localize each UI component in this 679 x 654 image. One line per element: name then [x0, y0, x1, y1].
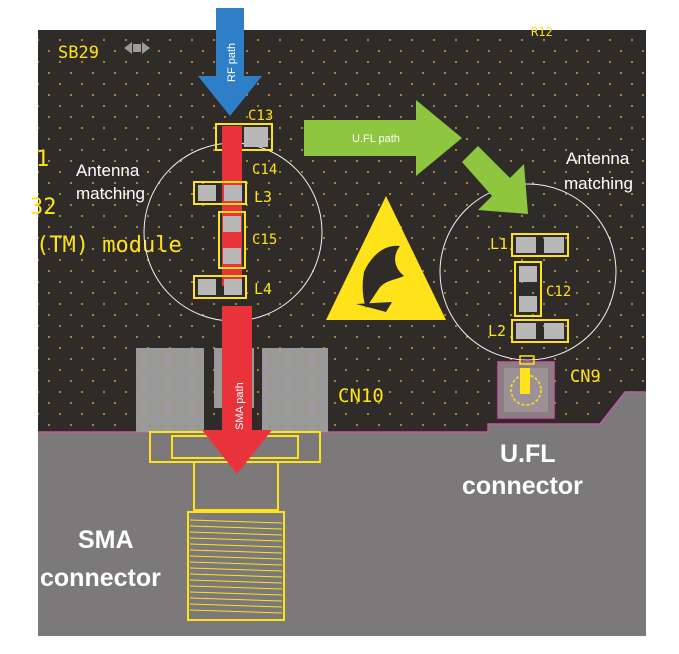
c13-pad: [215, 123, 273, 151]
antenna-matching-left-line1: Antenna: [76, 161, 140, 180]
sma-thread-lines: [189, 519, 283, 614]
sma-connector-label-line1: SMA: [78, 526, 134, 554]
cn9-label: CN9: [570, 367, 601, 387]
board-edge-area: [38, 392, 646, 636]
ufl-path-arrow-horizontal[interactable]: U.FL path: [304, 100, 462, 176]
r12-label: R12: [531, 25, 553, 39]
l1-component: [511, 233, 569, 257]
ufl-connector-footprint: [497, 355, 555, 419]
sma-thread-line: [189, 519, 283, 524]
via-dots: [38, 30, 646, 430]
sma-thread-line: [189, 573, 283, 578]
sma-thread-line: [189, 525, 283, 530]
rf-trace: [222, 126, 242, 286]
sma-thread-line: [189, 561, 283, 566]
solder-bridge-icon: [124, 42, 150, 54]
ufl-path-label: U.FL path: [352, 133, 400, 145]
antenna-matching-right-line1: Antenna: [566, 149, 630, 168]
esd-warning-icon: [326, 196, 446, 320]
c12-component: [514, 261, 542, 317]
sma-thread-line: [189, 555, 283, 560]
sma-thread-line: [189, 567, 283, 572]
c12-label: C12: [546, 284, 571, 300]
sma-thread-line: [189, 597, 283, 602]
l4-label: L4: [254, 280, 272, 298]
rf-path-arrow[interactable]: RF path: [198, 8, 262, 116]
sma-thread-line: [189, 549, 283, 554]
sma-thread-line: [189, 585, 283, 590]
ufl-connector-label-line2: connector: [462, 472, 583, 500]
ufl-connector-label-line1: U.FL: [500, 440, 556, 468]
sma-thread-line: [189, 579, 283, 584]
c15-component: [218, 211, 246, 269]
l4-component: [193, 275, 247, 299]
cn10-label: CN10: [338, 385, 384, 407]
sma-connector-label-line2: connector: [40, 564, 161, 592]
c15-label: C15: [252, 232, 277, 248]
sma-thread-line: [189, 531, 283, 536]
sma-thread-line: [189, 603, 283, 608]
ufl-path-arrow-diagonal[interactable]: [462, 146, 528, 214]
c13-label: C13: [248, 108, 273, 124]
l3-label: L3: [254, 188, 272, 206]
left-edge-label-1: 1: [36, 147, 49, 172]
sma-path-label: SMA path: [234, 382, 246, 430]
antenna-matching-right-line2: matching: [564, 174, 633, 193]
left-edge-label-2: 32: [30, 195, 57, 220]
c14-label: C14: [252, 162, 277, 178]
sma-connector-footprint: [136, 348, 328, 621]
antenna-matching-left-line2: matching: [76, 184, 145, 203]
l3-component: [193, 181, 247, 205]
board-edge-line: [38, 391, 646, 433]
sb29-label: SB29: [58, 43, 99, 63]
sma-thread-line: [189, 543, 283, 548]
module-label: (TM) module: [36, 233, 182, 258]
l2-label: L2: [488, 322, 506, 340]
sma-path-arrow[interactable]: SMA path: [202, 306, 272, 474]
sma-thread-line: [189, 537, 283, 542]
l2-component: [511, 319, 569, 343]
c13-pad-right: [244, 127, 268, 147]
l1-label: L1: [490, 235, 508, 253]
rf-path-label: RF path: [226, 43, 238, 82]
sma-thread-line: [189, 609, 283, 614]
sma-thread-line: [189, 591, 283, 596]
antenna-matching-circle-right: [439, 183, 617, 361]
